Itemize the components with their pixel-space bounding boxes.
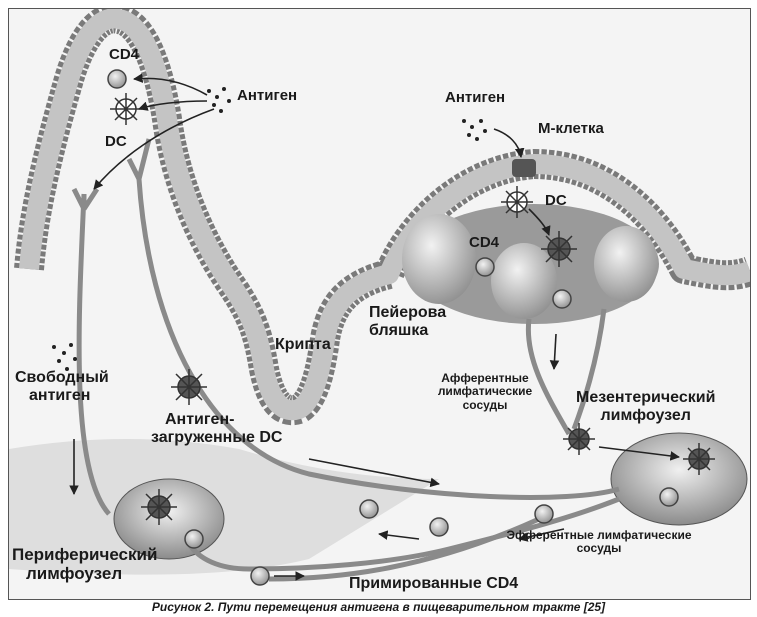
villus-epithelium-inner	[19, 9, 750, 421]
peripheral-tissue	[9, 439, 439, 575]
label-peripheral-node: Периферический лимфоузел	[12, 545, 158, 584]
label-antigen-top: Антиген	[237, 87, 298, 104]
follicle-1	[402, 214, 476, 304]
label-loaded-dc: Антиген- загруженные DC	[151, 411, 283, 446]
label-dc-right: DC	[545, 192, 567, 209]
figure-frame: CD4 Антиген DC Антиген М-клетка DC CD4 П…	[8, 8, 751, 600]
follicle-2	[491, 243, 557, 319]
m-cell-icon	[512, 159, 536, 177]
antigen-dots	[52, 87, 487, 371]
villus-lacteals	[71, 138, 152, 211]
label-efferent-vessels: Эфферентные лимфатические сосуды	[506, 528, 692, 556]
label-afferent-vessels: Афферентные лимфатические сосуды	[437, 371, 533, 412]
label-cd4-top: CD4	[109, 46, 140, 63]
mesenteric-node-shape	[610, 432, 748, 526]
antigen-pathways-diagram	[9, 9, 750, 586]
label-dc-top: DC	[105, 133, 127, 150]
dendritic-cells	[110, 93, 715, 525]
figure-caption: Рисунок 2. Пути перемещения антигена в п…	[151, 600, 606, 614]
label-cd4-patch: CD4	[469, 234, 500, 251]
cd4-cells	[107, 69, 679, 586]
label-primed-cd4: Примированные CD4	[349, 575, 519, 592]
follicle-3	[594, 226, 658, 302]
label-antigen-right: Антиген	[445, 89, 506, 106]
label-peyer-patch: Пейерова бляшка	[369, 304, 447, 339]
label-free-antigen: Свободный антиген	[15, 369, 109, 404]
label-crypt: Крипта	[275, 336, 331, 353]
label-m-cell: М-клетка	[538, 120, 604, 137]
flow-arrows	[69, 73, 680, 581]
label-mesenteric-node: Мезентерический лимфоузел	[576, 389, 716, 424]
